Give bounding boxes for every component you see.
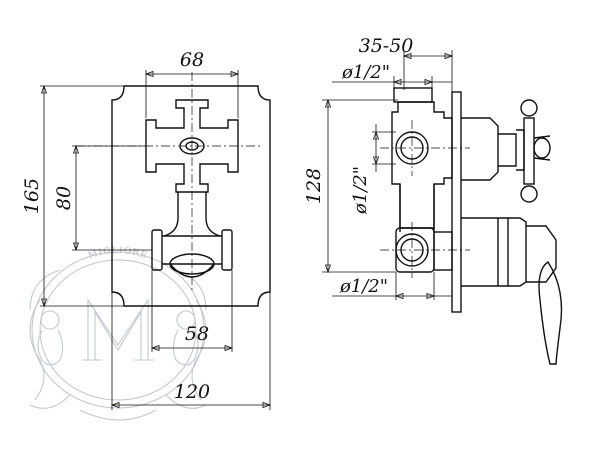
front-view: 68 165 80 58 120 (21, 49, 272, 410)
watermark-text: MIGLIORE (87, 246, 149, 261)
wall-plate (111, 85, 271, 307)
migliore-watermark: MIGLIORE (29, 246, 207, 421)
connecting-pipe (163, 192, 221, 237)
dim-inlet-side-label: ø1/2" (350, 166, 371, 215)
dim-165-label: 165 (21, 178, 43, 214)
lower-valve-body (151, 229, 233, 278)
dim-80-label: 80 (53, 186, 75, 210)
dim-68-label: 68 (180, 49, 204, 71)
dim-120-label: 120 (174, 381, 210, 403)
upper-valve-body (145, 99, 239, 193)
dim-inlet-bottom-label: ø1/2" (339, 276, 388, 297)
lower-handle (461, 217, 563, 365)
dim-35-50-label: 35-50 (359, 35, 414, 57)
mounting-plate (451, 91, 462, 313)
upper-handle (461, 99, 551, 203)
dim-inlet-top-label: ø1/2" (341, 62, 390, 83)
dim-128-label: 128 (303, 168, 325, 204)
side-view: 35-50 ø1/2" 128 ø1/2" ø1/2" (303, 35, 563, 365)
side-valve-body (391, 87, 453, 232)
dim-58-label: 58 (185, 323, 209, 345)
